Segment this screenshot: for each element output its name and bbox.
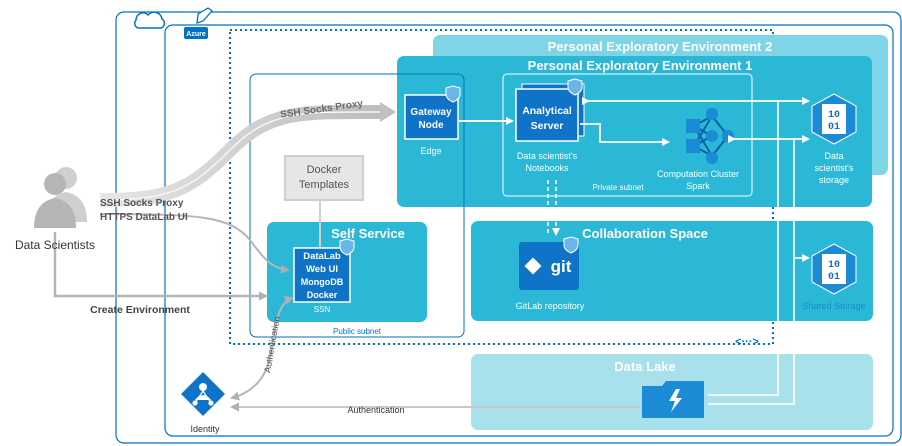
data-lake-folder-icon [642, 381, 704, 418]
ssh-proxy-left-label: SSH Socks Proxy [100, 198, 184, 209]
compute-line1: Computation Cluster [657, 169, 739, 179]
analytical-line2: Server [531, 120, 564, 132]
git-shield-icon [563, 236, 579, 254]
gateway-shield-icon [445, 85, 461, 103]
pee1-title: Personal Exploratory Environment 1 [528, 58, 753, 73]
gateway-line1: Gateway [410, 107, 452, 118]
data-scientists-label: Data Scientists [15, 238, 95, 252]
data-scientists-icon [34, 167, 87, 228]
git-diamond-icon [524, 257, 542, 275]
pee2-title: Personal Exploratory Environment 2 [548, 39, 773, 54]
create-environment-label: Create Environment [90, 304, 190, 316]
gitlab-repo-label: GitLab repository [516, 301, 585, 311]
collaboration-title: Collaboration Space [582, 226, 708, 241]
auth-bottom-label: Authentication [347, 405, 404, 415]
docker-templates-line1: Docker [307, 164, 342, 176]
ssn-line-1: DataLab [303, 251, 341, 262]
https-ui-label: HTTPS DataLab UI [100, 212, 188, 223]
lake-compute-link [708, 139, 795, 405]
ssn-line-3: MongoDB [301, 277, 344, 287]
ssn-node [293, 247, 351, 303]
auth-vertical-arrow [230, 295, 294, 401]
self-service-title: Self Service [331, 226, 405, 241]
ellipsis-icon: <···> [735, 336, 759, 348]
create-environment-flow [53, 232, 268, 301]
public-subnet-frame [249, 73, 465, 338]
ds-storage-bits-2: 01 [828, 122, 840, 133]
edge-label: Edge [420, 146, 441, 156]
lake-analytical-link [708, 101, 779, 396]
private-subnet-label: Private subnet [592, 183, 644, 192]
notebooks-line1: Data scientist's [517, 151, 578, 161]
ds-storage-bits-1: 10 [828, 110, 840, 121]
docker-templates-box [284, 155, 364, 201]
ssh-proxy-highlight [99, 111, 381, 201]
shared-storage-label: Shared Storage [802, 301, 865, 311]
azure-badge [184, 7, 213, 39]
analytical-shield-icon [567, 78, 583, 96]
git-wordmark: git [551, 257, 572, 276]
compute-line2: Spark [686, 181, 710, 191]
ds-storage-line1: Data [824, 151, 843, 161]
ds-storage-line2: scientist's [815, 163, 854, 173]
azure-cloud-frame [115, 11, 902, 444]
analytical-compute-arrow [580, 123, 670, 146]
data-lake-title: Data Lake [614, 359, 675, 374]
identity-label: Identity [190, 424, 220, 434]
ds-storage-icon [811, 93, 857, 145]
ssn-line-4: Docker [307, 290, 338, 300]
identity-icon [181, 372, 225, 416]
cloud-icon [134, 11, 166, 29]
gateway-node [404, 94, 459, 140]
notebooks-line2: Notebooks [525, 163, 569, 173]
public-subnet-label: Public subnet [333, 327, 382, 336]
https-ui-flow [99, 213, 290, 274]
azure-subscription-frame [164, 24, 894, 437]
ds-storage-line3: storage [819, 175, 849, 185]
ssh-proxy-arrowhead [380, 102, 396, 122]
gateway-line2: Node [419, 120, 444, 131]
azure-badge-label: Azure [186, 31, 206, 38]
docker-templates-line2: Templates [299, 179, 350, 191]
git-logo-icon [519, 242, 579, 290]
shared-storage-bits-2: 01 [828, 272, 840, 283]
analytical-server-node [515, 88, 579, 142]
shared-storage-bits-1: 10 [828, 260, 840, 271]
ssn-label: SSN [314, 305, 331, 314]
shared-storage-icon [811, 243, 857, 295]
ssn-line-2: Web UI [306, 264, 338, 275]
analytical-line1: Analytical [522, 105, 572, 117]
nsg-shield-icon [339, 238, 355, 256]
